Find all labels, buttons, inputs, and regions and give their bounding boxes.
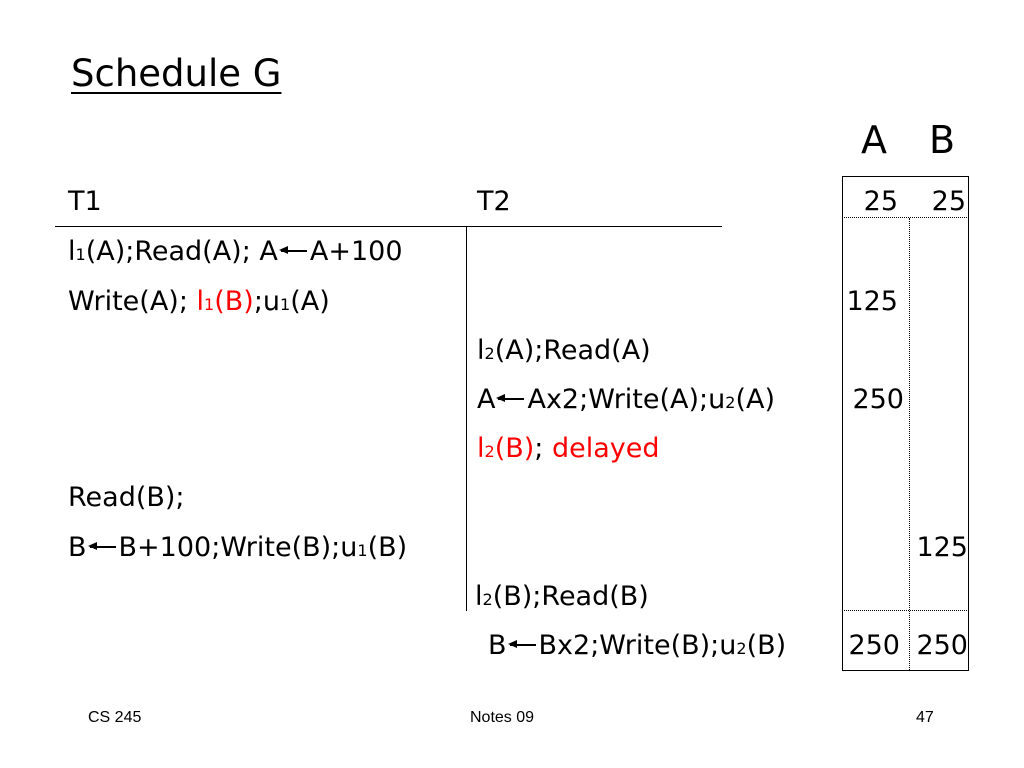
row3-t2-text: l2(A);Read(A) [477, 335, 651, 366]
ab-box-top-border [842, 176, 969, 177]
row7-b-value: 125 [916, 532, 968, 563]
ab-box-header-dotted-rule [842, 217, 969, 218]
header-rule [55, 226, 722, 227]
column-divider [466, 227, 467, 611]
column-header-a: A [861, 118, 887, 162]
left-arrow-icon [87, 541, 118, 553]
slide-title: Schedule G [71, 52, 282, 95]
footer-course: CS 245 [88, 709, 142, 726]
left-arrow-icon [278, 245, 309, 257]
header-t2: T2 [477, 186, 511, 217]
row9-b-value: 250 [916, 630, 968, 661]
row9-a-value: 250 [848, 630, 900, 661]
left-arrow-icon [496, 393, 526, 405]
a-box-left-border [842, 176, 843, 670]
footer-notes: Notes 09 [470, 709, 535, 726]
row5-t2-text: l2(B); delayed [477, 433, 660, 464]
row8-t2-text: l2(B);Read(B) [475, 581, 649, 612]
a-initial-value: 25 [863, 186, 898, 217]
row2-t1-text: Write(A); l1(B);u1(A) [68, 286, 330, 317]
delayed-label: delayed [551, 433, 660, 464]
b-initial-value: 25 [931, 186, 966, 217]
row4-a-value: 250 [852, 384, 904, 415]
row6-t1-text: Read(B); [68, 482, 185, 513]
left-arrow-icon [507, 639, 538, 651]
ab-box-bottom-border [842, 670, 969, 671]
column-header-b: B [929, 118, 956, 162]
ab-box-dotted-divider [909, 218, 910, 670]
b-box-right-border [968, 176, 969, 670]
ab-box-final-dotted-rule [842, 610, 969, 611]
footer-page-number: 47 [916, 709, 934, 726]
row2-a-value: 125 [846, 286, 898, 317]
header-t1: T1 [68, 186, 102, 217]
